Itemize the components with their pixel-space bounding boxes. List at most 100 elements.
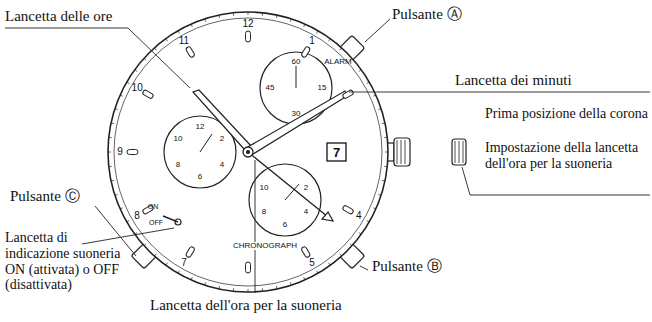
subdial-numeral: 10 [174, 135, 183, 143]
leader-line [365, 19, 390, 42]
minute-tick [304, 277, 305, 280]
part-label: Pulsante Ⓐ [392, 6, 462, 23]
dial-numeral: 4 [356, 211, 362, 221]
minute-tick [233, 13, 234, 16]
minute-tick [290, 19, 292, 22]
subdial [249, 164, 321, 236]
hour-index [185, 246, 195, 258]
subdial-numeral: 4 [304, 208, 308, 216]
minute-tick [178, 271, 180, 274]
minute-hand [246, 91, 347, 156]
subdial-numeral: 4 [220, 161, 224, 169]
part-label: Lancetta dell'ora per la suoneria [150, 297, 342, 314]
subdial-numeral: 2 [304, 184, 308, 192]
subdial-numeral: 2 [220, 135, 224, 143]
minute-tick [373, 208, 376, 209]
leader-line [462, 167, 650, 195]
minute-tick [317, 271, 319, 274]
dial-numeral: 1 [309, 36, 315, 46]
minute-tick [109, 137, 112, 138]
part-label: Lancetta dei minuti [455, 72, 572, 89]
minute-tick [367, 221, 370, 223]
minute-tick [367, 82, 370, 84]
date-number: 7 [333, 146, 340, 159]
leader-line [349, 92, 650, 93]
minute-tick [350, 244, 352, 246]
minute-tick [262, 13, 263, 16]
minute-tick [329, 39, 331, 41]
hour-index [246, 31, 251, 42]
part-label: Pulsante Ⓒ [10, 188, 80, 205]
hour-index [185, 46, 195, 58]
leader-line [255, 160, 256, 293]
subdial [260, 52, 332, 124]
part-label: Prima posizione della corona [485, 106, 650, 122]
minute-tick [340, 48, 342, 50]
minute-tick [120, 208, 123, 209]
minute-tick [144, 244, 146, 246]
minute-tick [178, 31, 180, 34]
minute-tick [115, 108, 118, 110]
minute-tick [154, 254, 156, 256]
part-label: Lancetta di indicazione suoneria ON (att… [5, 230, 127, 293]
minute-tick [218, 286, 220, 289]
dial-numeral: 9 [117, 147, 123, 157]
subdial-numeral: 45 [266, 84, 275, 92]
hour-index [142, 89, 154, 99]
hour-index [342, 89, 354, 99]
dial-numeral: 10 [132, 83, 143, 93]
minute-tick [373, 95, 376, 96]
subdial-numeral: 8 [176, 161, 180, 169]
dial-text: ALARM [324, 58, 352, 66]
part-label: Impostazione della lancetta dell'ora per… [485, 140, 650, 172]
minute-tick [191, 277, 192, 280]
subdial-numeral: 6 [198, 173, 202, 181]
subdial-numeral: 30 [292, 110, 301, 118]
minute-tick [385, 152, 388, 153]
dial-numeral: 12 [242, 19, 253, 29]
minute-tick [262, 288, 263, 291]
dial [108, 12, 388, 292]
minute-tick [359, 70, 361, 72]
minute-tick [382, 122, 385, 124]
alarm-indicator-hand [163, 216, 178, 222]
dial-numeral: 5 [309, 258, 315, 268]
minute-tick [120, 95, 123, 96]
minute-tick [359, 233, 361, 235]
dial-numeral: 11 [179, 36, 189, 46]
minute-tick [233, 288, 234, 291]
hour-index [301, 46, 311, 58]
hour-hand [193, 90, 252, 149]
hour-index [301, 246, 311, 258]
dial-text: CHRONOGRAPH [231, 242, 299, 250]
minute-tick [108, 152, 111, 153]
minute-tick [340, 254, 342, 256]
minute-tick [290, 282, 292, 285]
minute-tick [109, 166, 112, 167]
subdial-numeral: 10 [260, 184, 269, 192]
crown [394, 138, 410, 166]
date-window [327, 143, 346, 161]
alarm-hand [248, 152, 333, 221]
subdial-numeral: 6 [283, 221, 287, 229]
minute-tick [191, 24, 192, 27]
leader-line [82, 228, 174, 244]
subdial-numeral: 60 [292, 58, 301, 66]
minute-tick [248, 289, 249, 292]
minute-tick [378, 194, 381, 196]
minute-tick [204, 19, 206, 22]
leader-line [360, 266, 368, 270]
minute-tick [115, 194, 118, 196]
subdial-numeral: 12 [196, 123, 205, 131]
part-label: Lancetta delle ore [5, 8, 112, 25]
hour-index [127, 150, 138, 155]
minute-tick [144, 58, 146, 60]
dial-numeral: 7 [181, 258, 187, 268]
minute-tick [276, 15, 278, 18]
minute-tick [111, 122, 114, 124]
dial-text: OFF [149, 219, 163, 226]
part-label: Pulsante Ⓑ [372, 258, 442, 275]
minute-tick [384, 137, 387, 138]
subdial-numeral: 15 [318, 84, 327, 92]
minute-tick [248, 12, 249, 15]
